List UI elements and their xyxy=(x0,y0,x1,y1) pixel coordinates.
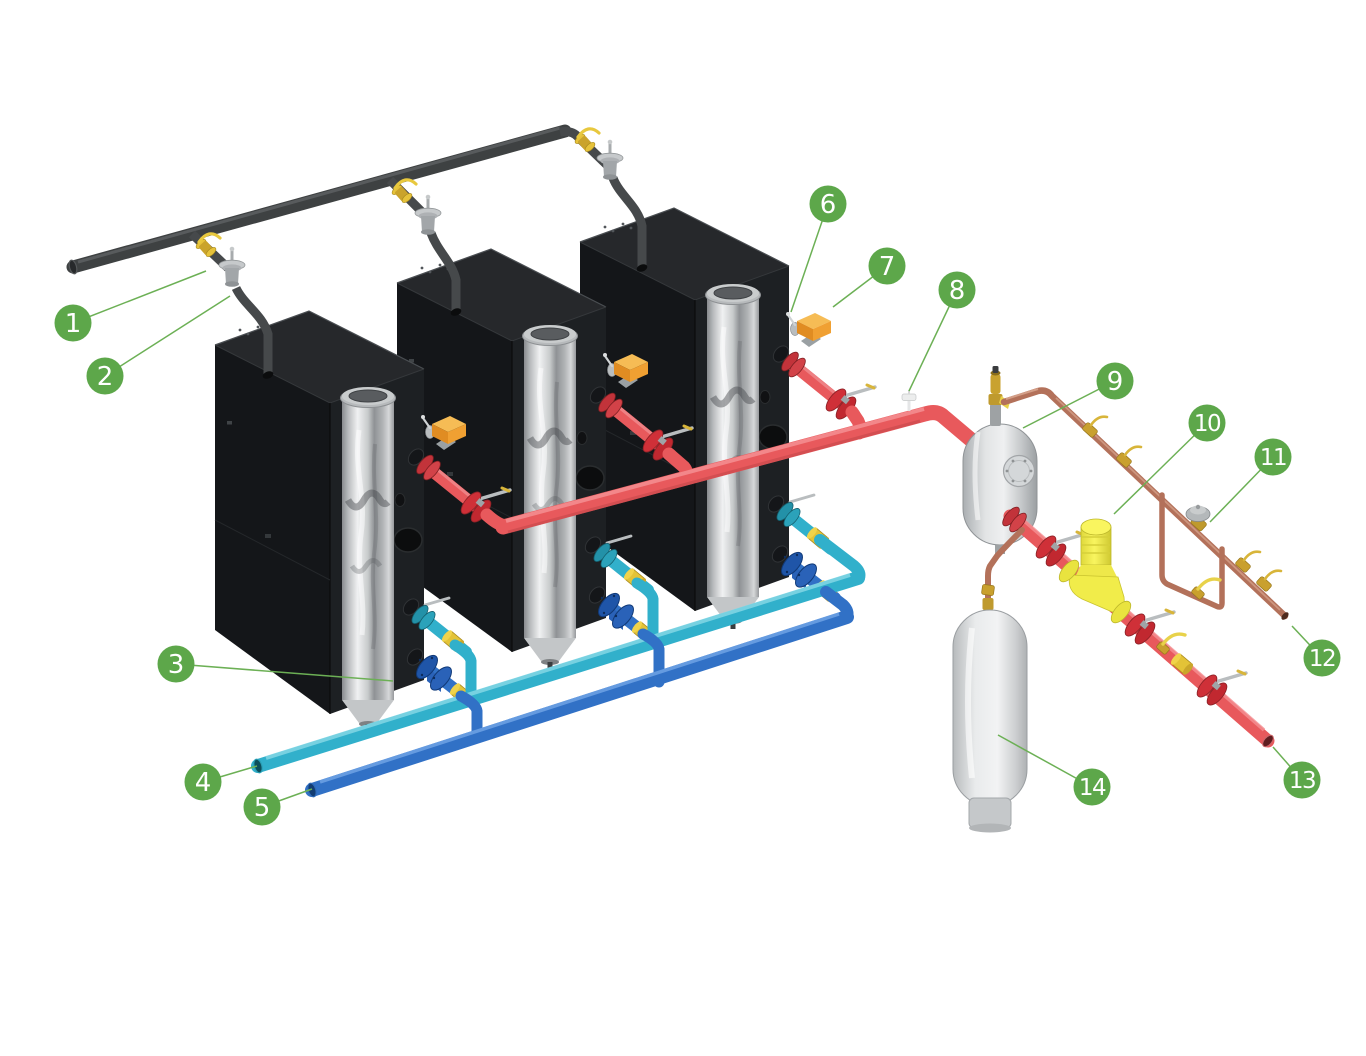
callout-10: 10 xyxy=(1113,404,1226,515)
callout-leader-line xyxy=(175,663,394,682)
tank-valve xyxy=(981,584,995,596)
callout-number: 7 xyxy=(879,252,896,282)
blue-pipe-open-end xyxy=(307,782,317,798)
callout-number: 13 xyxy=(1289,768,1315,794)
callout-circle xyxy=(157,645,195,683)
callout-number: 9 xyxy=(1107,367,1124,397)
callout-number: 14 xyxy=(1079,775,1106,801)
callout-2: 2 xyxy=(86,295,231,395)
expansion-tank-assembly xyxy=(952,527,1028,833)
callout-circle xyxy=(243,788,281,826)
callout-7: 7 xyxy=(832,247,906,308)
callout-circle xyxy=(1073,768,1111,806)
callout-number: 1 xyxy=(65,309,82,339)
gas-pipe-open-end xyxy=(68,259,78,275)
red-pipe-open-end xyxy=(1262,734,1274,748)
callout-14: 14 xyxy=(997,734,1111,806)
brass-ball-valve xyxy=(1114,445,1143,470)
gas-regulator-3 xyxy=(595,138,625,182)
gas-drop-2 xyxy=(386,176,462,316)
system-supply-line xyxy=(999,504,1275,748)
water-pressure-regulator xyxy=(1185,504,1211,532)
supply-header-shadow xyxy=(507,419,921,534)
boilers xyxy=(215,208,875,732)
gas-header-pipe xyxy=(66,124,572,274)
tank-fitting xyxy=(982,598,994,610)
callout-number: 8 xyxy=(949,276,966,306)
supply-header-pipe xyxy=(495,405,984,535)
gas-regulator-1 xyxy=(217,245,247,289)
callout-circle xyxy=(868,247,906,285)
callout-12: 12 xyxy=(1291,625,1341,677)
gas-supply-system xyxy=(66,124,648,379)
callout-leader-line xyxy=(790,203,829,313)
air-vent xyxy=(988,366,1010,426)
callout-circle xyxy=(86,357,124,395)
callout-6: 6 xyxy=(790,185,847,313)
callout-13: 13 xyxy=(1272,746,1321,799)
cyan-drop-2 xyxy=(631,577,659,650)
blue-drop-2 xyxy=(637,628,665,688)
cyan-header-highlight xyxy=(265,573,851,760)
callout-number: 6 xyxy=(820,190,837,220)
callout-11: 11 xyxy=(1209,438,1292,523)
callout-9: 9 xyxy=(1022,362,1134,429)
callout-leader-line xyxy=(908,289,958,392)
callout-circle xyxy=(1303,639,1341,677)
callout-circle xyxy=(1283,761,1321,799)
makeup-water-line xyxy=(1000,387,1289,620)
header-sensor xyxy=(901,390,917,411)
callout-leader-line xyxy=(104,295,231,377)
callout-circle xyxy=(809,185,847,223)
brass-ball-valve xyxy=(1080,415,1109,440)
bypass-loop xyxy=(1159,492,1225,610)
callout-number: 10 xyxy=(1194,411,1221,437)
expansion-tank xyxy=(952,609,1028,807)
return-header-blue-system xyxy=(305,586,854,798)
return-header-blue xyxy=(305,610,854,797)
callout-circle xyxy=(938,271,976,309)
callout-5: 5 xyxy=(243,788,313,826)
supply-header-system xyxy=(480,390,984,535)
callout-number: 2 xyxy=(97,362,114,392)
callout-circle xyxy=(1254,438,1292,476)
callout-circle xyxy=(1096,362,1134,400)
callout-number: 11 xyxy=(1260,445,1286,471)
callout-leader-line xyxy=(1113,422,1208,515)
blue-drop-1 xyxy=(455,690,483,743)
callout-circle xyxy=(54,304,92,342)
callout-circle xyxy=(184,763,222,801)
gas-header-highlight xyxy=(77,126,561,264)
callout-number: 4 xyxy=(195,768,212,798)
callout-number: 3 xyxy=(168,650,185,680)
return-header-cyan xyxy=(251,571,865,773)
cyan-drop-1 xyxy=(449,639,477,708)
gas-drop-3 xyxy=(559,127,648,272)
blue-header-highlight xyxy=(319,612,840,784)
callout-4: 4 xyxy=(184,763,258,801)
gas-regulator-2 xyxy=(413,193,443,237)
copper-pipe-open-end xyxy=(1281,612,1289,620)
pressure-reducing-valve xyxy=(1058,518,1132,624)
callout-number: 5 xyxy=(254,793,271,823)
callout-leader-line xyxy=(72,270,207,324)
callout-number: 12 xyxy=(1309,646,1335,672)
gas-drop-1 xyxy=(188,230,274,379)
supply-header-highlight xyxy=(505,407,925,523)
callout-1: 1 xyxy=(54,270,207,342)
callout-3: 3 xyxy=(157,645,394,683)
tank-copper-drop xyxy=(985,527,1025,603)
callout-8: 8 xyxy=(908,271,976,392)
copper-main-pipe xyxy=(1000,387,1289,620)
callout-circle xyxy=(1188,404,1226,442)
